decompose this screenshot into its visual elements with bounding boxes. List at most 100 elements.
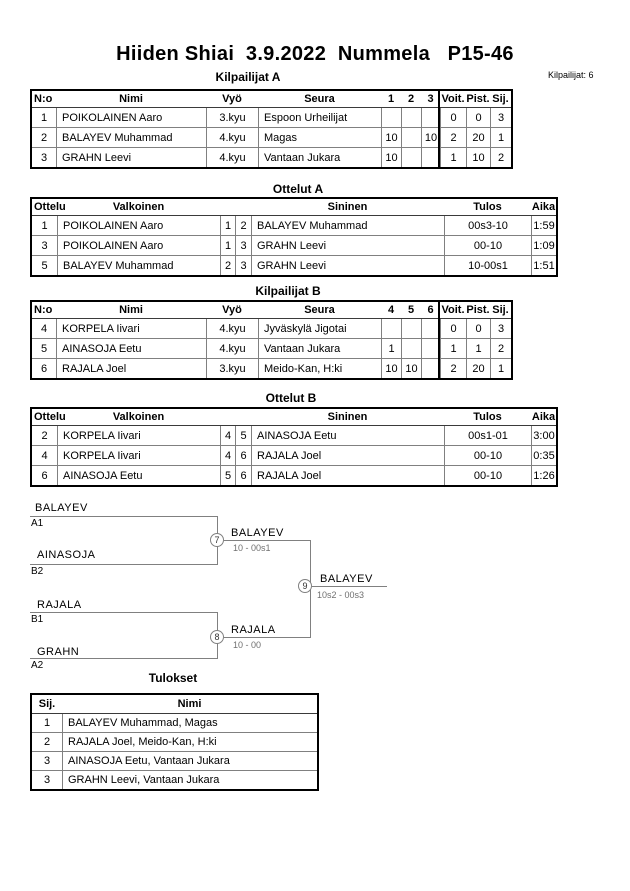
cell-r3	[421, 148, 440, 167]
cell-blue-no: 2	[235, 216, 251, 235]
cell-points: 10	[466, 148, 490, 167]
table-row: 3 GRAHN Leevi 4.kyu Vantaan Jukara 10 1 …	[32, 147, 511, 167]
cell-points: 1	[466, 339, 490, 358]
cell-belt: 4.kyu	[206, 339, 258, 358]
cell-belt: 3.kyu	[206, 108, 258, 127]
cell-result: 00s1-01	[444, 426, 531, 445]
cell-match-no: 6	[41, 469, 48, 482]
cell-white-no: 1	[220, 216, 235, 235]
section-title-results: Tulokset	[148, 671, 198, 685]
table-row: 1 POIKOLAINEN Aaro 1 2 BALAYEV Muhammad …	[32, 216, 556, 235]
table-row: 4 KORPELA Iivari 4 6 RAJALA Joel 00-10 0…	[32, 445, 556, 465]
bracket-winner-name: BALAYEV	[231, 527, 284, 539]
col-header-name: Nimi	[119, 93, 143, 105]
table-row: 5 BALAYEV Muhammad 2 3 GRAHN Leevi 10-00…	[32, 255, 556, 275]
cell-r3	[421, 359, 440, 378]
cell-place: 3	[490, 319, 511, 338]
cell-place: 2	[490, 339, 511, 358]
cell-place: 3	[43, 774, 51, 786]
match-number-badge: 7	[210, 533, 224, 547]
cell-result: 10-00s1	[444, 256, 531, 275]
cell-r2	[401, 108, 421, 127]
cell-points: 0	[466, 108, 490, 127]
col-header-place: Sij.	[492, 304, 509, 316]
table-header-row: N:o Nimi Vyö Seura 1 2 3 Voit. Pist. Sij…	[32, 91, 511, 108]
bracket-winner-name: BALAYEV	[320, 573, 373, 585]
cell-blue: GRAHN Leevi	[251, 236, 444, 255]
cell-place: 1	[43, 717, 51, 729]
bracket-line	[312, 586, 387, 587]
cell-no: 6	[40, 362, 48, 375]
cell-name: POIKOLAINEN Aaro	[56, 108, 206, 127]
col-header-wins: Voit.	[441, 304, 465, 316]
cell-belt: 4.kyu	[206, 148, 258, 167]
cell-time: 1:09	[531, 236, 556, 255]
cell-blue: GRAHN Leevi	[251, 256, 444, 275]
cell-r2	[401, 128, 421, 147]
col-header-r1: 4	[387, 304, 395, 316]
cell-r3	[421, 108, 440, 127]
col-header-r3: 6	[427, 304, 434, 316]
cell-time: 1:26	[531, 466, 556, 485]
cell-match-no: 1	[41, 219, 48, 232]
table-header-row: Ottelu Valkoinen Sininen Tulos Aika	[32, 199, 556, 216]
cell-r1: 10	[381, 128, 401, 147]
col-header-points: Pist.	[466, 93, 490, 105]
cell-white: BALAYEV Muhammad	[57, 256, 220, 275]
cell-time: 1:51	[531, 256, 556, 275]
section-title-pool-a: Kilpailijat A	[215, 70, 281, 84]
col-header-match: Ottelu	[34, 411, 66, 423]
cell-club: Meido-Kan, H:ki	[258, 359, 381, 378]
section-title-matches-b: Ottelut B	[265, 391, 317, 405]
cell-blue-no: 6	[235, 466, 251, 485]
cell-r2	[401, 339, 421, 358]
cell-result: 00-10	[444, 446, 531, 465]
col-header-white: Valkoinen	[112, 201, 165, 213]
bracket-match-score: 10s2 - 00s3	[317, 590, 365, 600]
table-header-row: Ottelu Valkoinen Sininen Tulos Aika	[32, 409, 556, 426]
section-title-pool-b: Kilpailijat B	[255, 284, 321, 298]
cell-blue-no: 5	[235, 426, 251, 445]
col-header-spacer	[235, 199, 251, 215]
cell-match-no: 4	[41, 449, 48, 462]
competitors-count: Kilpailijat: 6	[548, 70, 594, 80]
cell-points: 20	[466, 359, 490, 378]
matches-b-table: Ottelu Valkoinen Sininen Tulos Aika 2 KO…	[30, 407, 558, 487]
bracket-match-score: 10 - 00	[233, 640, 262, 650]
col-header-no: N:o	[34, 93, 53, 105]
cell-blue: BALAYEV Muhammad	[251, 216, 444, 235]
cell-wins: 0	[440, 108, 466, 127]
cell-name: RAJALA Joel	[56, 359, 206, 378]
cell-name: GRAHN Leevi, Vantaan Jukara	[62, 771, 317, 789]
cell-place: 3	[490, 108, 511, 127]
bracket-match-score: 10 - 00s1	[233, 543, 271, 553]
cell-r1	[381, 108, 401, 127]
col-header-r3: 3	[427, 93, 434, 105]
cell-time: 1:59	[531, 216, 556, 235]
match-number-badge: 9	[298, 579, 312, 593]
table-row: 2 RAJALA Joel, Meido-Kan, H:ki	[32, 732, 317, 751]
bracket-entry-name: AINASOJA	[37, 549, 96, 561]
cell-wins: 0	[440, 319, 466, 338]
table-row: 3 AINASOJA Eetu, Vantaan Jukara	[32, 751, 317, 770]
cell-name: GRAHN Leevi	[56, 148, 206, 167]
col-header-result: Tulos	[473, 201, 502, 213]
table-header-row: Sij. Nimi	[32, 695, 317, 714]
cell-r2: 10	[401, 359, 421, 378]
col-header-match: Ottelu	[34, 201, 66, 213]
cell-white: KORPELA Iivari	[57, 426, 220, 445]
cell-wins: 2	[440, 128, 466, 147]
table-row: 5 AINASOJA Eetu 4.kyu Vantaan Jukara 1 1…	[32, 338, 511, 358]
col-header-spacer	[220, 409, 235, 425]
cell-name: BALAYEV Muhammad	[56, 128, 206, 147]
cell-r1: 1	[381, 339, 401, 358]
cell-name: AINASOJA Eetu	[56, 339, 206, 358]
page-title: Hiiden Shiai 3.9.2022 Nummela P15-46	[116, 43, 514, 65]
col-header-blue: Sininen	[327, 201, 368, 213]
bracket-entry-name: GRAHN	[37, 646, 80, 658]
group-separator	[438, 91, 440, 167]
col-header-belt: Vyö	[222, 304, 242, 316]
col-header-name: Nimi	[119, 304, 143, 316]
col-header-name: Nimi	[177, 698, 202, 710]
